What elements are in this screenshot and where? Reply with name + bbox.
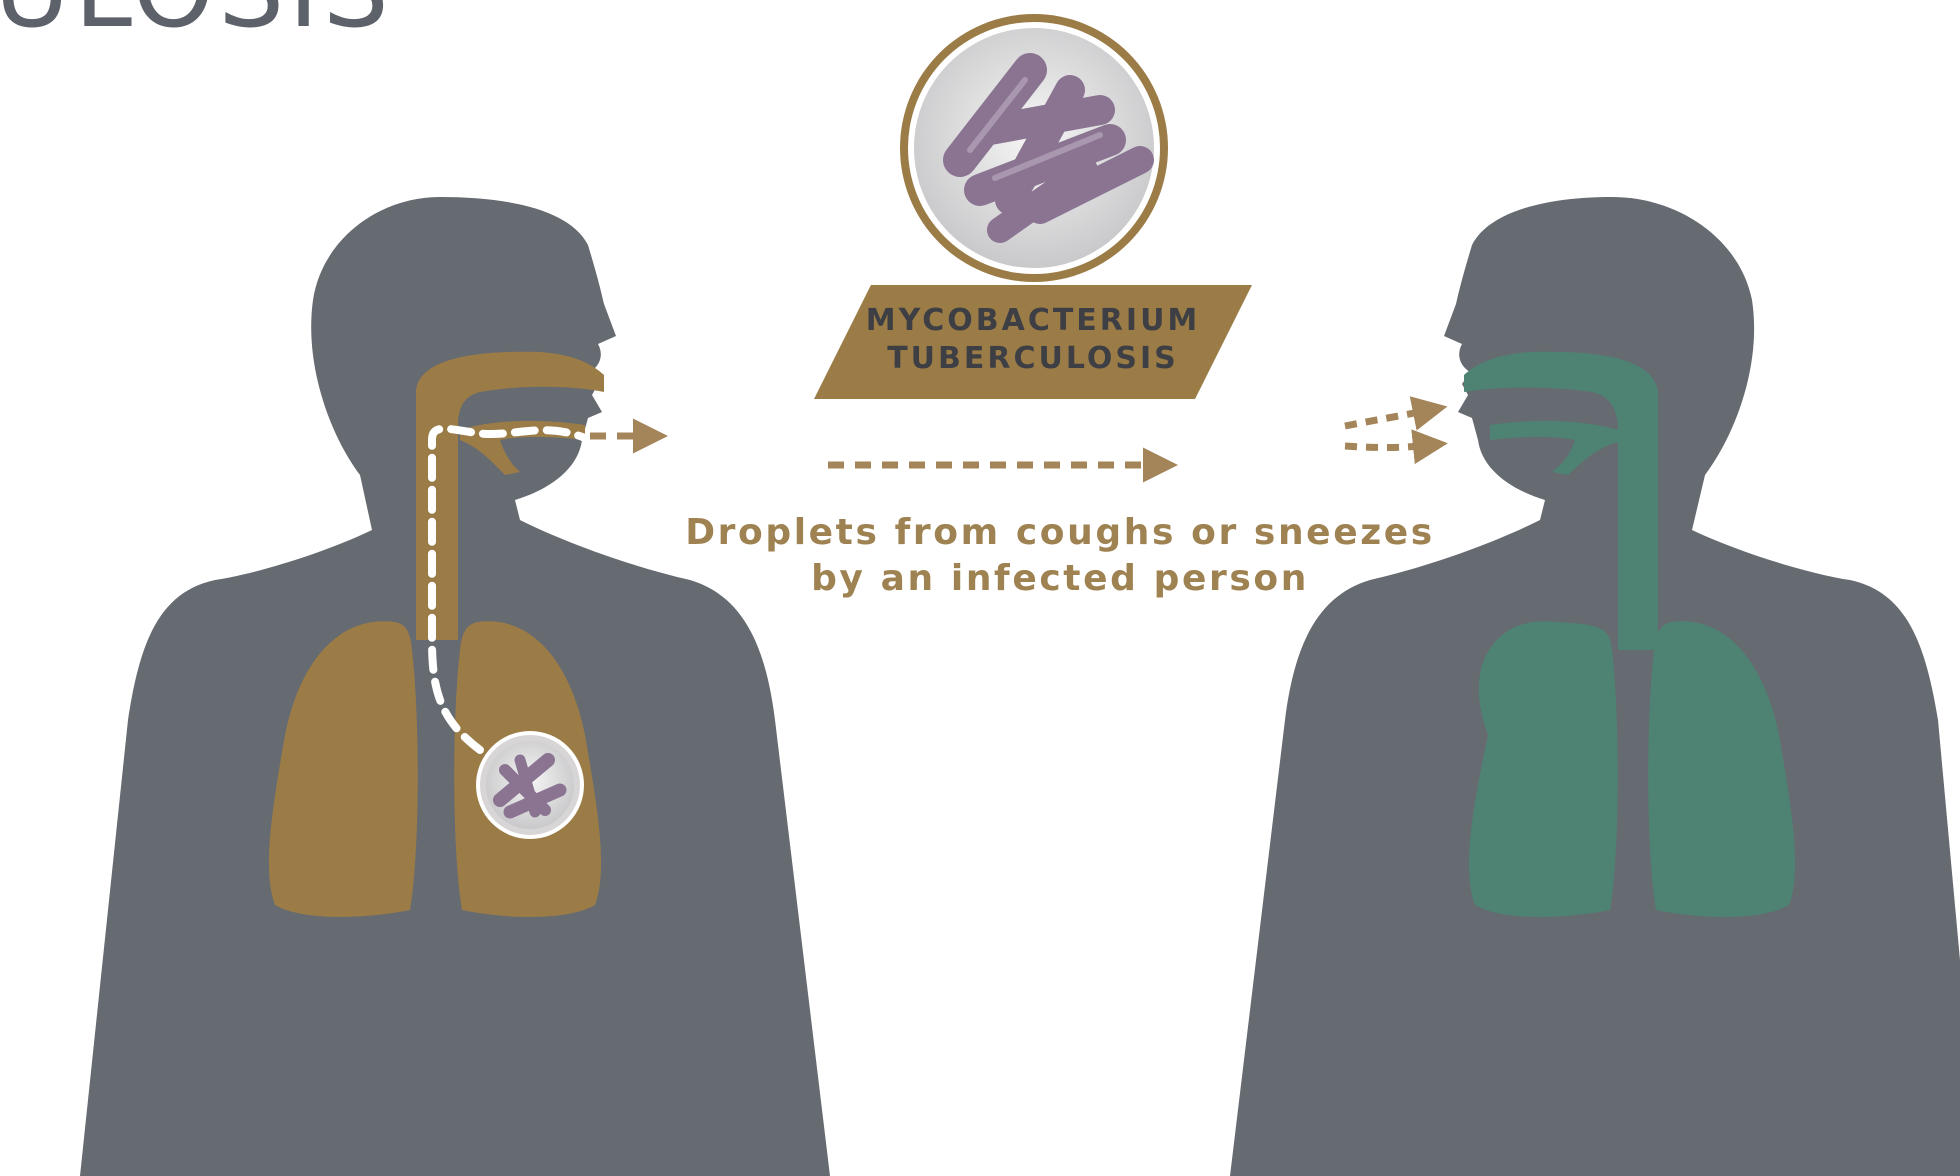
caption-line2: by an infected person [640, 556, 1480, 602]
lung-bacteria-icon [478, 733, 582, 837]
infected-person [80, 197, 830, 1176]
exposed-person [1230, 197, 1960, 1176]
bacteria-circle-icon [900, 14, 1168, 282]
organism-label-line2: TUBERCULOSIS [814, 340, 1252, 378]
exposed-trachea [1618, 400, 1658, 650]
infected-person-silhouette [80, 197, 830, 1176]
transmission-caption: Droplets from coughs or sneezes by an in… [640, 510, 1480, 602]
inhale-arrow-upper [1345, 412, 1420, 426]
exposed-lung-left [1469, 621, 1618, 917]
infected-trachea [416, 400, 458, 640]
inhale-arrow-lower [1345, 446, 1420, 448]
caption-line1: Droplets from coughs or sneezes [640, 510, 1480, 556]
organism-label: MYCOBACTERIUM TUBERCULOSIS [814, 302, 1252, 378]
organism-label-line1: MYCOBACTERIUM [814, 302, 1252, 340]
